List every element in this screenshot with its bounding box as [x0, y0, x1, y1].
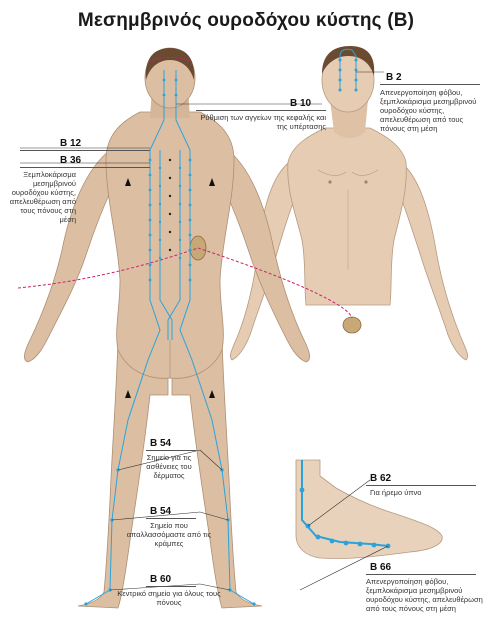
- back-hair: [145, 48, 195, 80]
- b10-rule: [196, 110, 326, 111]
- b54a-code: B 54: [150, 438, 172, 449]
- front-hair: [322, 46, 375, 76]
- front-right-arm: [397, 159, 468, 361]
- b54b-description: Σημείο που απαλλασσόμαστε από τις κράμπε…: [126, 521, 212, 548]
- b36-rule: [20, 167, 150, 168]
- b60-code: B 60: [150, 574, 172, 585]
- internal-pathway: [17, 247, 353, 319]
- back-right-leg: [171, 339, 263, 609]
- back-torso: [105, 111, 235, 379]
- b36-description: Ξεμπλοκάρισμα μεσημβρινού ουροδόχου κύστ…: [9, 170, 76, 224]
- b36-code: B 36: [60, 155, 82, 166]
- b2-rule: [380, 84, 480, 85]
- bladder-organ: [342, 316, 362, 334]
- b60-rule: [146, 586, 196, 587]
- front-torso: [287, 127, 407, 306]
- front-head-meridian: [339, 48, 357, 90]
- b66-code: B 66: [370, 562, 392, 573]
- b12-code: B 12: [60, 138, 82, 149]
- b2-description: Απενεργοποίηση φόβου, ξεμπλοκάρισμα μεση…: [380, 88, 477, 133]
- b62-rule: [366, 485, 476, 486]
- b12-rule: [20, 150, 150, 151]
- b54a-rule: [146, 450, 196, 451]
- spine-dots: [168, 158, 172, 252]
- foot-illustration: [295, 459, 443, 559]
- back-body-figure: [24, 47, 310, 609]
- back-right-arm: [219, 149, 310, 363]
- b62-description: Για ήρεμο ύπνο: [370, 488, 422, 497]
- back-left-arm: [24, 149, 117, 363]
- b66-rule: [366, 574, 476, 575]
- b60-description: Κεντρικό σημείο για όλους τους πόνους: [117, 589, 221, 607]
- front-body-figure: [230, 46, 468, 361]
- b62-code: B 62: [370, 473, 392, 484]
- back-left-leg: [77, 339, 169, 609]
- b2-code: B 2: [386, 72, 402, 83]
- flow-arrows: [125, 178, 215, 398]
- b10-code: B 10: [290, 98, 312, 109]
- back-meridian-lines: [85, 70, 255, 605]
- b54b-rule: [146, 518, 196, 519]
- page-title: Μεσημβρινός ουροδόχου κύστης (B): [77, 10, 415, 31]
- leader-lines: [20, 71, 389, 591]
- b66-description: Απενεργοποίηση φόβου, ξεμπλοκάρισμα μεση…: [366, 577, 483, 613]
- b54b-code: B 54: [150, 506, 172, 517]
- b54a-description: Σημείο για τις ασθένειες του δέρματος: [146, 453, 192, 480]
- b10-description: Ρύθμιση των αγγείων της κεφαλής και της …: [200, 113, 326, 131]
